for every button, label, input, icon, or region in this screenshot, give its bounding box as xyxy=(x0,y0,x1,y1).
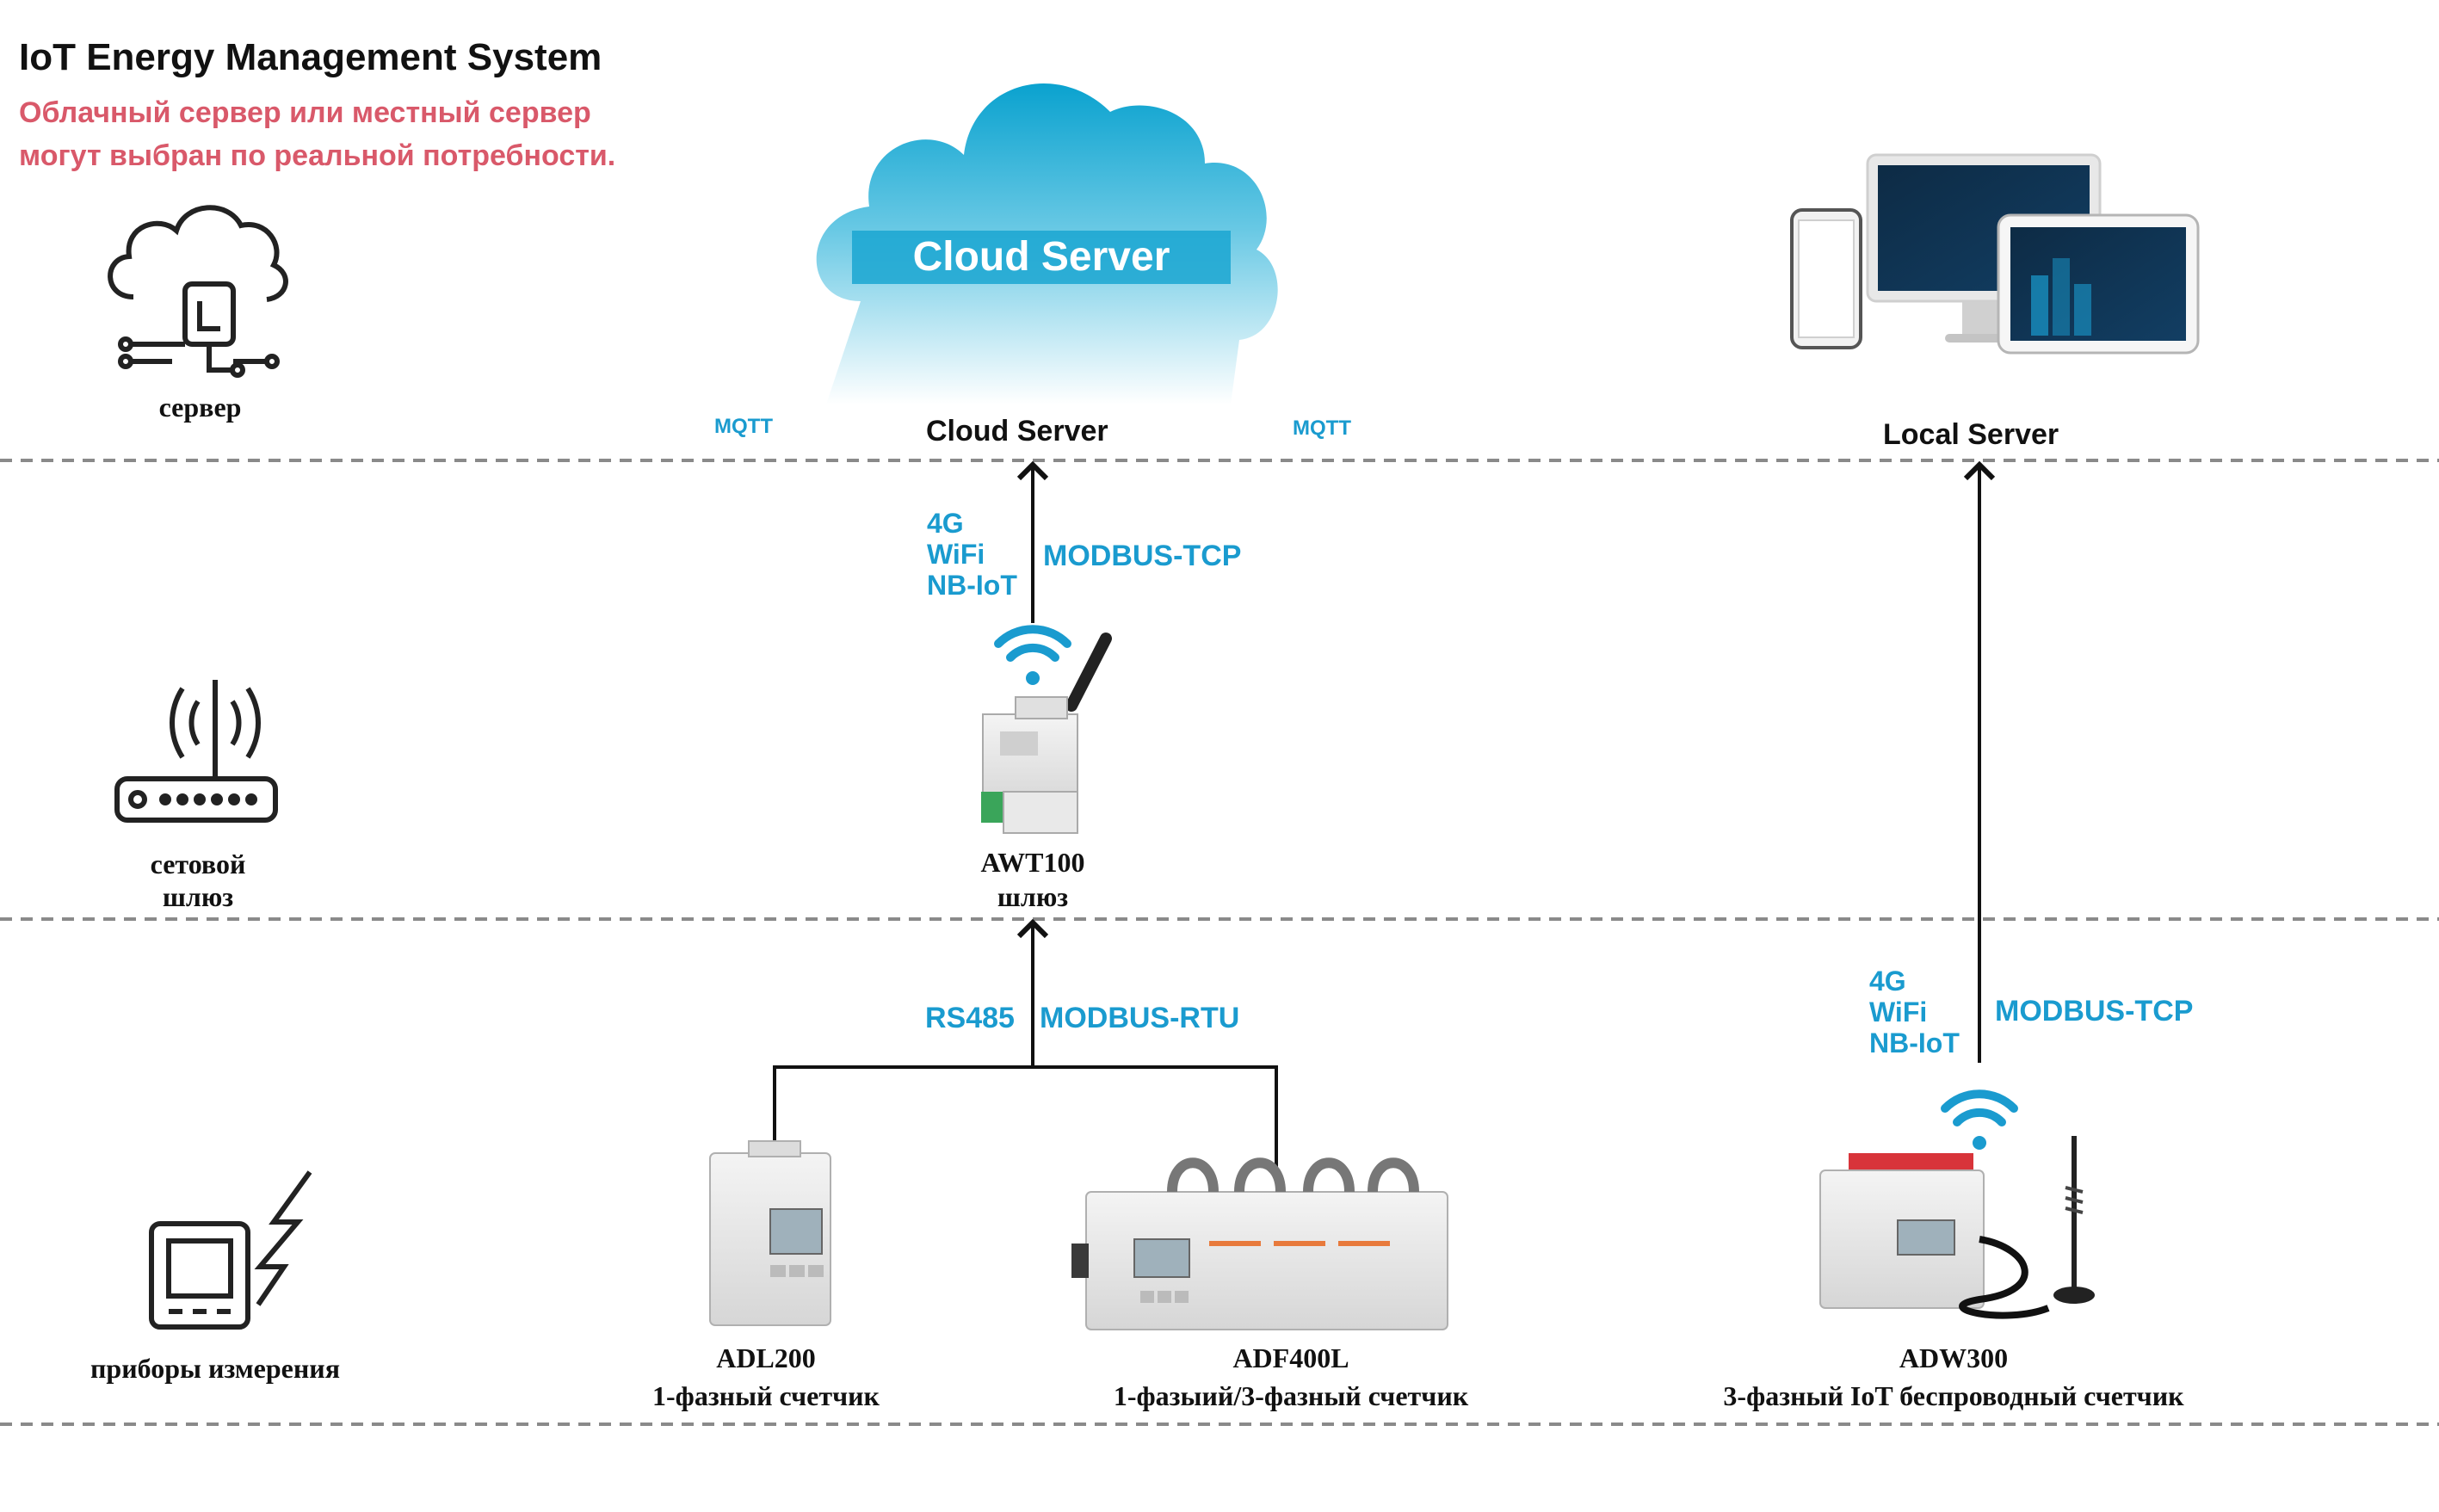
rs485-bus xyxy=(773,1065,1278,1175)
wifi-icon xyxy=(994,625,1071,685)
cloud-banner-label: Cloud Server xyxy=(912,234,1170,280)
server-tier-icon xyxy=(108,205,288,378)
mqtt-label-left: MQTT xyxy=(714,415,773,438)
diagram-subtitle: Облачный сервер или местный сервер могут… xyxy=(19,91,615,177)
bus-protocol-label: MODBUS-RTU xyxy=(1040,1002,1240,1034)
gateway-type: шлюз xyxy=(997,881,1069,912)
adw300-device-graphic xyxy=(1819,1136,2095,1319)
wireless-wifi: WiFi xyxy=(927,539,985,570)
tier-label-gateway-line2: шлюз xyxy=(162,881,234,912)
bus-media-label: RS485 xyxy=(925,1002,1015,1034)
meter-tier-icon xyxy=(149,1170,312,1330)
adw-uplink-wireless: 4G WiFi NB-IoT xyxy=(1869,966,1960,1058)
adw-uplink-protocol: MODBUS-TCP xyxy=(1995,995,2194,1028)
wifi-icon xyxy=(1941,1089,2018,1150)
gateway-uplink-protocol: MODBUS-TCP xyxy=(1043,540,1242,572)
local-server-devices xyxy=(1790,153,2200,355)
diagram-title: IoT Energy Management System xyxy=(19,36,602,78)
wireless-4g: 4G xyxy=(1869,966,1906,997)
wireless-nbiot: NB-IoT xyxy=(1869,1028,1960,1058)
adf400l-device-graphic xyxy=(1071,1157,1448,1330)
gateway-model: AWT100 xyxy=(980,847,1085,878)
tier-label-meters: приборы измерения xyxy=(90,1353,341,1384)
tier-label-gateway-line1: сетовой xyxy=(150,849,246,879)
adw300-model: ADW300 xyxy=(1899,1342,2009,1373)
tier-label-server: сервер xyxy=(158,392,242,423)
wireless-4g: 4G xyxy=(927,508,964,539)
adl200-device-graphic xyxy=(709,1140,831,1326)
gateway-device-label: AWT100 шлюз xyxy=(904,845,1162,914)
cloud-server-label: Cloud Server xyxy=(926,415,1108,447)
cloud-server-graphic xyxy=(816,83,1278,405)
mqtt-label-right: MQTT xyxy=(1293,417,1351,440)
connections xyxy=(773,460,1996,1175)
adw300-label: ADW300 3-фазный IoT беспроводный счетчик xyxy=(1661,1339,2246,1415)
tier-dividers xyxy=(0,459,2439,1426)
wireless-nbiot: NB-IoT xyxy=(927,570,1017,601)
adf400l-type: 1-фазыий/3-фазный счетчик xyxy=(1113,1380,1469,1411)
subtitle-line-1: Облачный сервер или местный сервер xyxy=(19,96,591,129)
adl200-type: 1-фазный счетчик xyxy=(652,1380,880,1411)
gateway-tier-icon xyxy=(114,680,278,823)
subtitle-line-2: могут выбран по реальной потребности. xyxy=(19,139,616,172)
adf400l-label: ADF400L 1-фазыий/3-фазный счетчик xyxy=(1076,1339,1506,1415)
gateway-uplink-wireless: 4G WiFi NB-IoT xyxy=(927,508,1017,601)
local-server-label: Local Server xyxy=(1883,418,2059,451)
tier-label-gateway: сетовой шлюз xyxy=(112,848,284,913)
awt100-device-graphic xyxy=(981,633,1112,834)
adl200-model: ADL200 xyxy=(716,1342,816,1373)
adf400l-model: ADF400L xyxy=(1232,1342,1349,1373)
wireless-wifi: WiFi xyxy=(1869,997,1928,1028)
adl200-label: ADL200 1-фазный счетчик xyxy=(602,1339,929,1415)
adw300-type: 3-фазный IoT беспроводный счетчик xyxy=(1723,1380,2184,1411)
